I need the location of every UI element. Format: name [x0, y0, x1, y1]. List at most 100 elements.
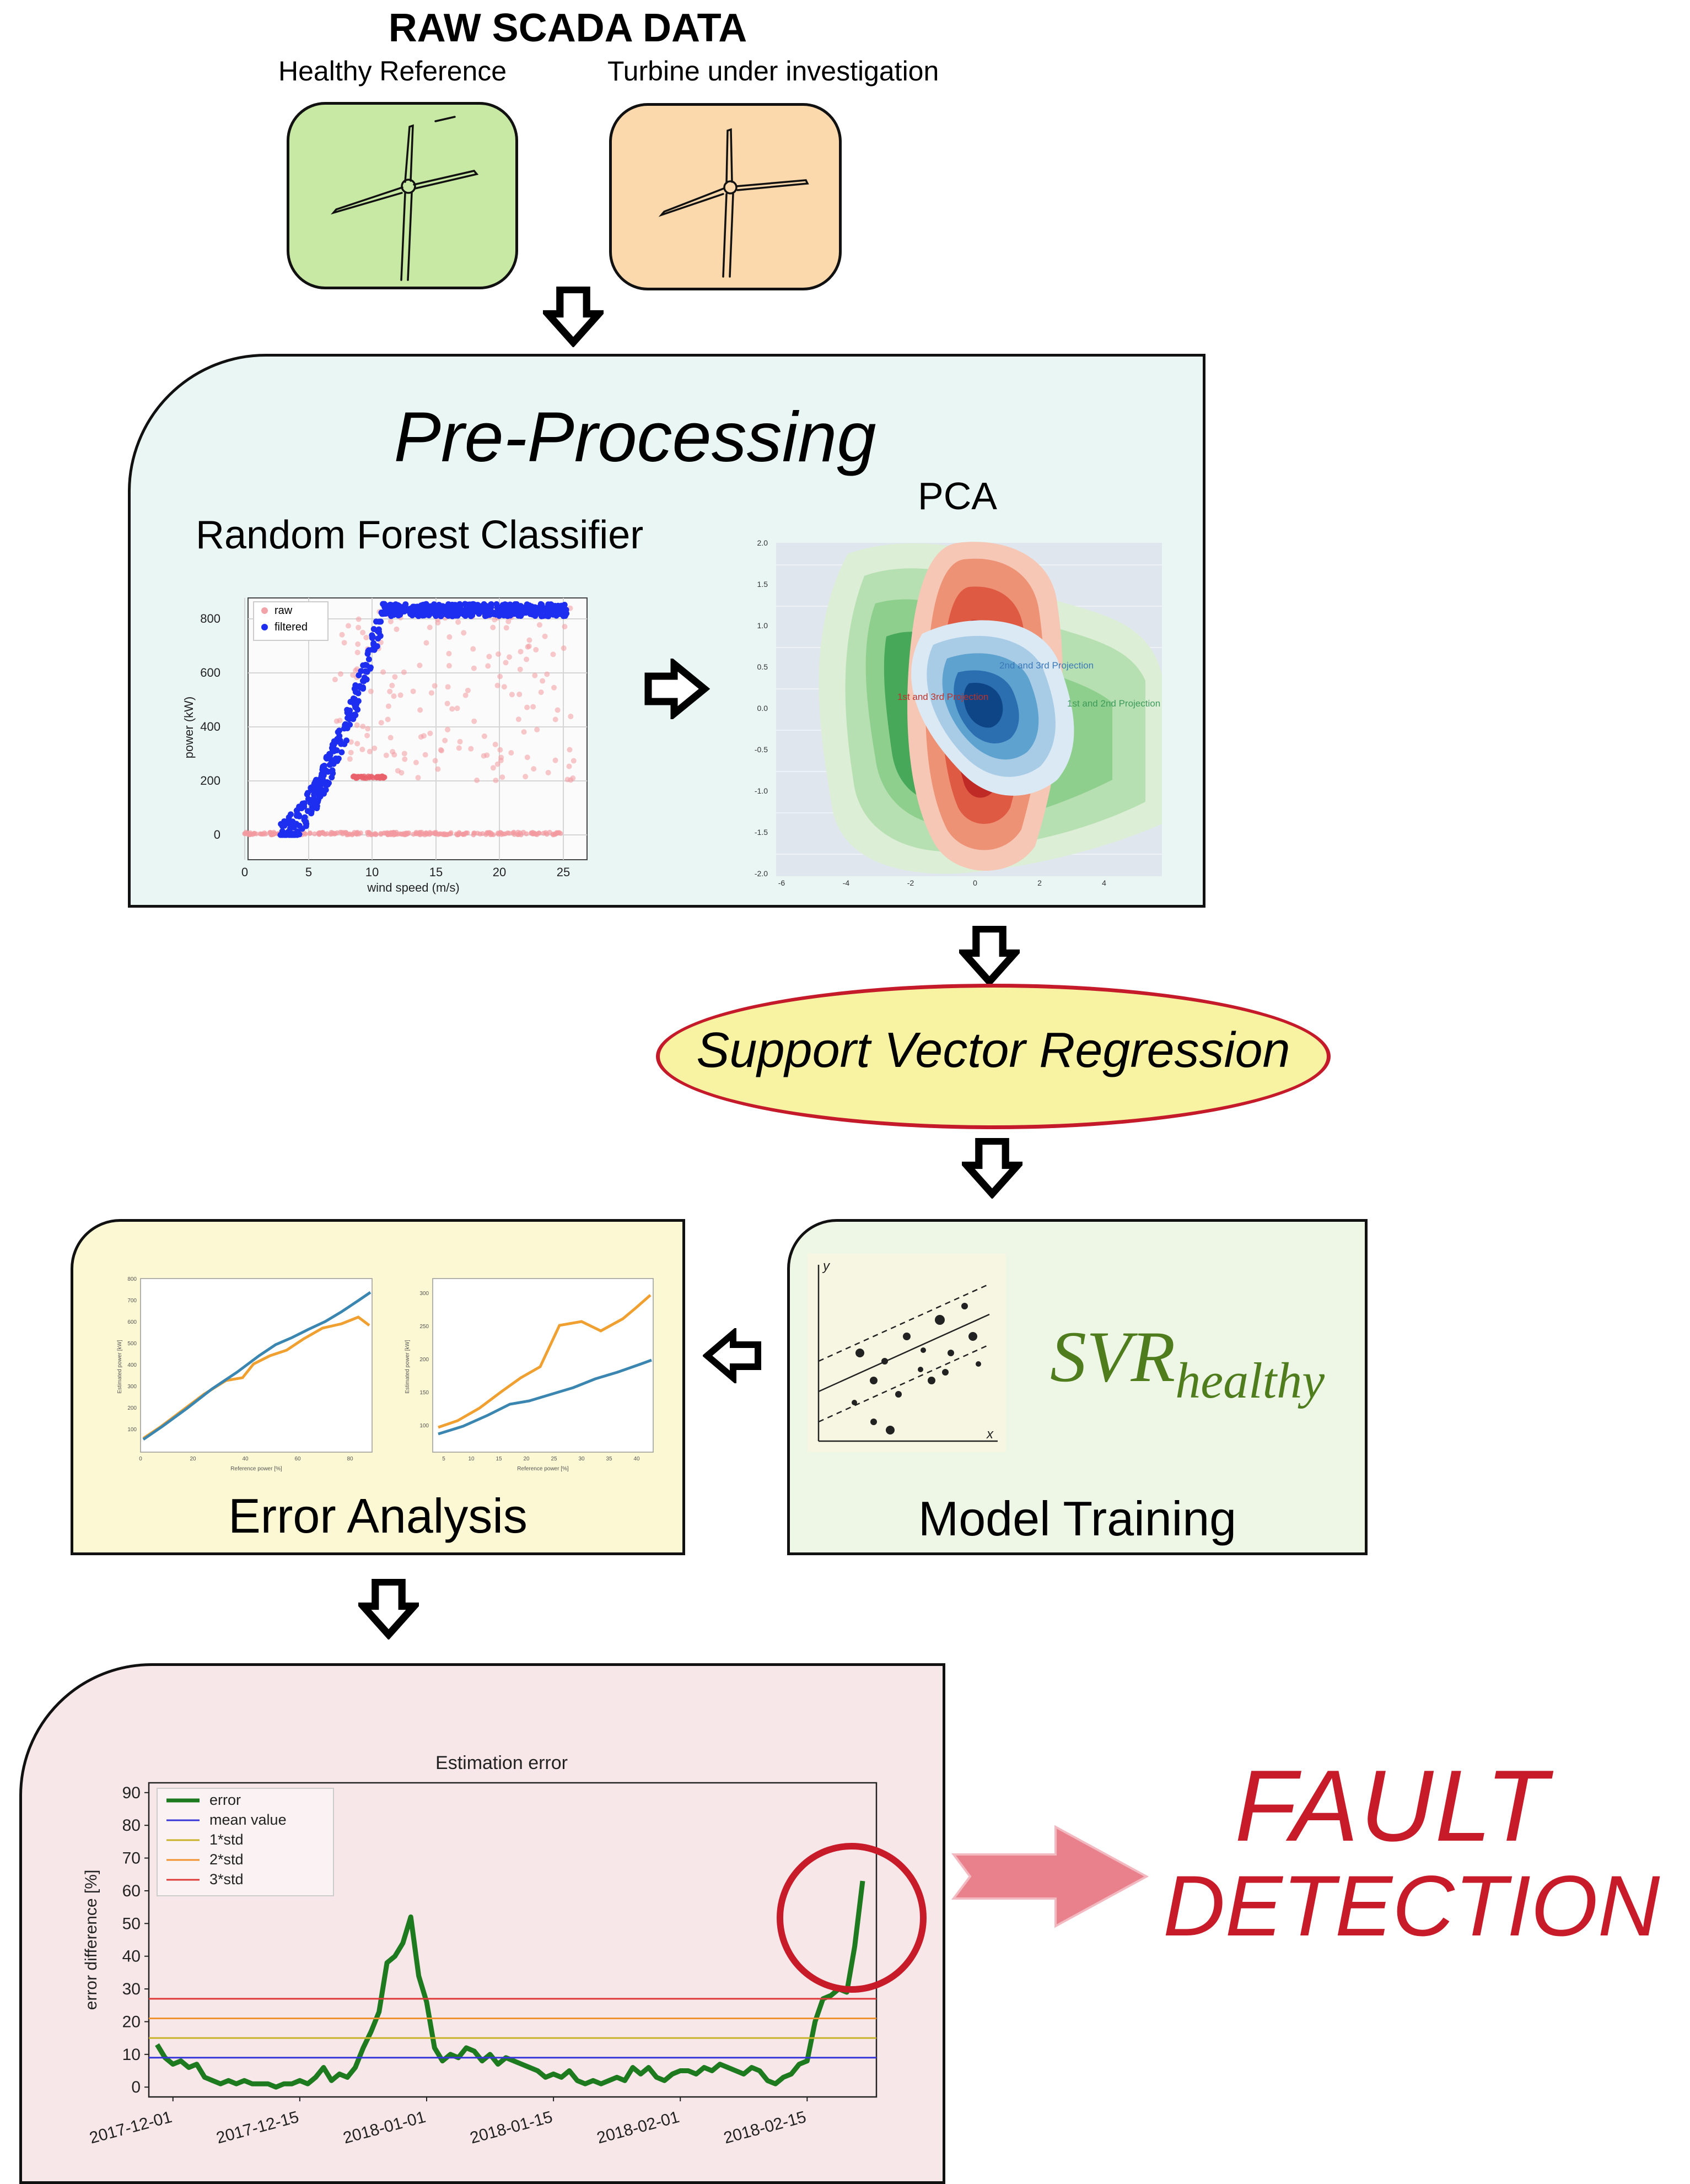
rf-raw-point [551, 684, 557, 691]
rf-filtered-point [329, 745, 335, 751]
fault-arrow-icon [951, 1825, 1149, 1928]
rf-raw-point [302, 831, 307, 836]
rf-filtered-point [304, 791, 310, 797]
pca-ytick: 0.5 [757, 662, 768, 671]
rf-filtered-point [316, 786, 322, 793]
rf-raw-point [490, 624, 496, 630]
rf-raw-point [399, 770, 405, 776]
rf-filtered-point [304, 808, 311, 815]
rf-raw-point [272, 831, 278, 837]
rf-raw-point [350, 672, 356, 678]
rf-filtered-point [465, 605, 471, 611]
chart-xtick: 2017-12-15 [214, 2108, 301, 2148]
rf-raw-point [345, 623, 351, 629]
rf-raw-point [530, 704, 536, 710]
rf-raw-point [555, 707, 561, 713]
rf-filtered-point [414, 603, 421, 610]
rf-ylabel: power (kW) [182, 697, 196, 758]
rf-filtered-point [483, 612, 490, 619]
rf-raw-point [552, 716, 558, 722]
rf-raw-point [496, 651, 502, 657]
rf-raw-point [351, 831, 356, 837]
rf-filtered-point [289, 818, 296, 825]
pca-xtick: -4 [843, 878, 850, 887]
rf-filtered-point [373, 618, 380, 625]
ea2-ytick: 250 [419, 1324, 429, 1330]
rf-filtered-point [520, 610, 527, 616]
rf-filtered-point [338, 741, 345, 747]
rf-raw-point [485, 830, 490, 835]
chart-ytick: 70 [122, 1849, 141, 1868]
rf-filtered-point [329, 774, 335, 781]
rf-raw-point [446, 634, 453, 640]
down-arrow-icon [959, 926, 1020, 986]
rf-raw-point [345, 831, 350, 837]
rf-raw-point [435, 832, 441, 837]
rf-raw-point [570, 775, 576, 781]
rf-raw-point [417, 662, 423, 668]
ea2-xtick: 5 [442, 1456, 445, 1462]
rf-filtered-point [373, 643, 380, 650]
rf-filtered-point [347, 699, 354, 705]
rf-raw-point [370, 775, 376, 781]
rf-raw-point [490, 765, 496, 771]
rf-raw-point [375, 774, 381, 780]
rf-filtered-point [317, 775, 324, 782]
rf-filtered-point [322, 786, 329, 793]
rf-filtered-point [527, 611, 534, 617]
rf-filtered-point [347, 721, 353, 728]
rf-raw-point [435, 766, 441, 772]
rf-filtered-point [420, 605, 427, 612]
chart-ylabel: error difference [%] [82, 1870, 100, 2010]
rf-raw-point [455, 619, 461, 625]
rf-raw-point [417, 832, 423, 838]
chart-xtick: 2018-02-01 [595, 2108, 681, 2148]
rf-raw-point [567, 747, 573, 753]
preprocessing-title: Pre-Processing [394, 398, 876, 477]
rf-filtered-point [537, 609, 543, 616]
right-arrow-icon [644, 659, 710, 719]
investigation-turbine-box [609, 103, 842, 290]
rf-raw-point [566, 763, 572, 769]
pca-xtick: 0 [973, 878, 977, 887]
rf-ytick: 200 [200, 774, 220, 788]
rf-raw-point [533, 647, 539, 653]
rf-raw-point [499, 774, 505, 780]
rf-raw-point [406, 830, 412, 835]
rf-raw-point [550, 651, 556, 657]
rf-raw-point [538, 689, 544, 695]
rf-raw-point [536, 622, 542, 628]
error-analysis-chart-1: 800 700 600 500 400 300 200 100 0 20 40 … [117, 1276, 373, 1472]
chart-ytick: 80 [122, 1816, 141, 1835]
chart-ytick: 60 [122, 1882, 141, 1900]
svr-healthy-label: SVRhealthy [1050, 1314, 1325, 1409]
rf-filtered-point [302, 819, 309, 826]
rf-raw-point [570, 758, 577, 764]
rf-raw-point [515, 832, 520, 838]
rf-raw-point [542, 633, 548, 639]
random-forest-title: Random Forest Classifier [196, 513, 644, 557]
rf-raw-point [511, 829, 516, 835]
rf-filtered-point [504, 612, 510, 619]
rf-raw-point [337, 829, 343, 835]
rf-raw-point [337, 671, 343, 677]
rf-raw-point [551, 832, 556, 838]
rf-raw-point [515, 716, 521, 722]
rf-raw-point [359, 746, 365, 752]
rf-filtered-point [363, 676, 370, 683]
rf-raw-point [243, 829, 249, 835]
rf-raw-point [363, 634, 369, 640]
rf-filtered-point [310, 785, 317, 792]
rf-filtered-point [360, 662, 367, 668]
ea2-xlabel: Reference power [%] [517, 1466, 569, 1472]
pca-ytick: 0.0 [757, 704, 768, 713]
down-arrow-icon [543, 287, 604, 347]
rf-filtered-point [502, 601, 508, 608]
pca-label-1st-3rd: 1st and 3rd Projection [897, 692, 988, 702]
rf-legend-filtered: filtered [275, 621, 308, 633]
detection-text: DETECTION [1163, 1858, 1660, 1954]
legend-item: error [209, 1792, 241, 1808]
rf-raw-point [417, 707, 423, 713]
rf-raw-point [471, 665, 477, 671]
rf-filtered-point [352, 686, 358, 692]
